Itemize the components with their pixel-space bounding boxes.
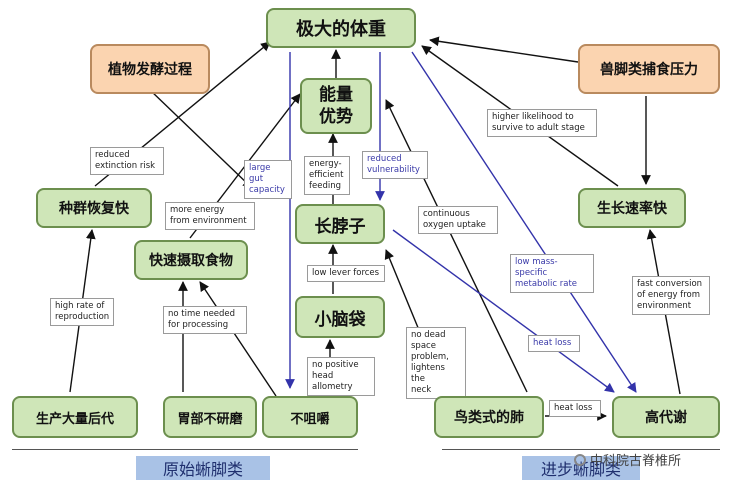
note-continuous-oxygen: continuous oxygen uptake bbox=[418, 206, 498, 234]
note-no-dead-space: no dead space problem, lightens the neck bbox=[406, 327, 466, 399]
note-low-mass-specific: low mass-specific metabolic rate bbox=[510, 254, 594, 293]
watermark-text: 中科院古脊椎所 bbox=[590, 454, 682, 469]
banner-primitive-sauropods: 原始蜥脚类 bbox=[136, 456, 270, 480]
node-high-metabolism: 高代谢 bbox=[612, 396, 720, 438]
node-no-chewing: 不咀嚼 bbox=[262, 396, 358, 438]
banner-advanced-sauropods: 进步蜥脚类 bbox=[522, 456, 640, 480]
divider-right bbox=[442, 449, 720, 450]
note-large-gut: large gut capacity bbox=[244, 160, 292, 199]
note-no-positive: no positive head allometry bbox=[307, 357, 375, 396]
note-high-rate: high rate of reproduction bbox=[50, 298, 114, 326]
edge-ferment-to-longneck bbox=[149, 89, 253, 189]
divider-left bbox=[12, 449, 358, 450]
node-max-body: 极大的体重 bbox=[266, 8, 416, 48]
node-energy-advantage: 能量 优势 bbox=[300, 78, 372, 134]
edge-lung-to-energy bbox=[385, 99, 528, 393]
node-predator-pressure: 兽脚类捕食压力 bbox=[578, 44, 720, 94]
note-heat-loss: heat loss bbox=[549, 400, 601, 417]
note-heat-loss-blue: heat loss bbox=[528, 335, 580, 352]
node-small-head: 小脑袋 bbox=[295, 296, 385, 338]
node-population-recovery: 种群恢复快 bbox=[36, 188, 152, 228]
edge-max-to-metab bbox=[411, 51, 637, 393]
wechat-icon bbox=[574, 453, 586, 466]
node-fast-food-intake: 快速摄取食物 bbox=[134, 240, 248, 280]
note-low-lever: low lever forces bbox=[307, 265, 385, 282]
node-growth-rate: 生长速率快 bbox=[578, 188, 686, 228]
node-bird-lung: 鸟类式的肺 bbox=[434, 396, 544, 438]
note-no-time: no time needed for processing bbox=[163, 306, 247, 334]
note-fast-conversion: fast conversion of energy from environme… bbox=[632, 276, 710, 315]
edge-nochew-to-fastfood bbox=[199, 281, 277, 397]
note-higher-likelihood: higher likelihood to survive to adult st… bbox=[487, 109, 597, 137]
edge-longneck-to-metab bbox=[392, 229, 615, 393]
node-long-neck: 长脖子 bbox=[295, 204, 385, 244]
note-reduced-extinction: reduced extinction risk bbox=[90, 147, 164, 175]
node-no-grinding: 胃部不研磨 bbox=[163, 396, 257, 438]
edge-predator-to-max bbox=[429, 36, 579, 63]
note-energy-efficient: energy- efficient feeding bbox=[304, 156, 350, 195]
watermark: 中科院古脊椎所 bbox=[574, 450, 681, 469]
node-mass-offspring: 生产大量后代 bbox=[12, 396, 138, 438]
note-reduced-vulnerability: reduced vulnerability bbox=[362, 151, 428, 179]
node-plant-fermentation: 植物发酵过程 bbox=[90, 44, 210, 94]
note-more-energy: more energy from environment bbox=[165, 202, 255, 230]
